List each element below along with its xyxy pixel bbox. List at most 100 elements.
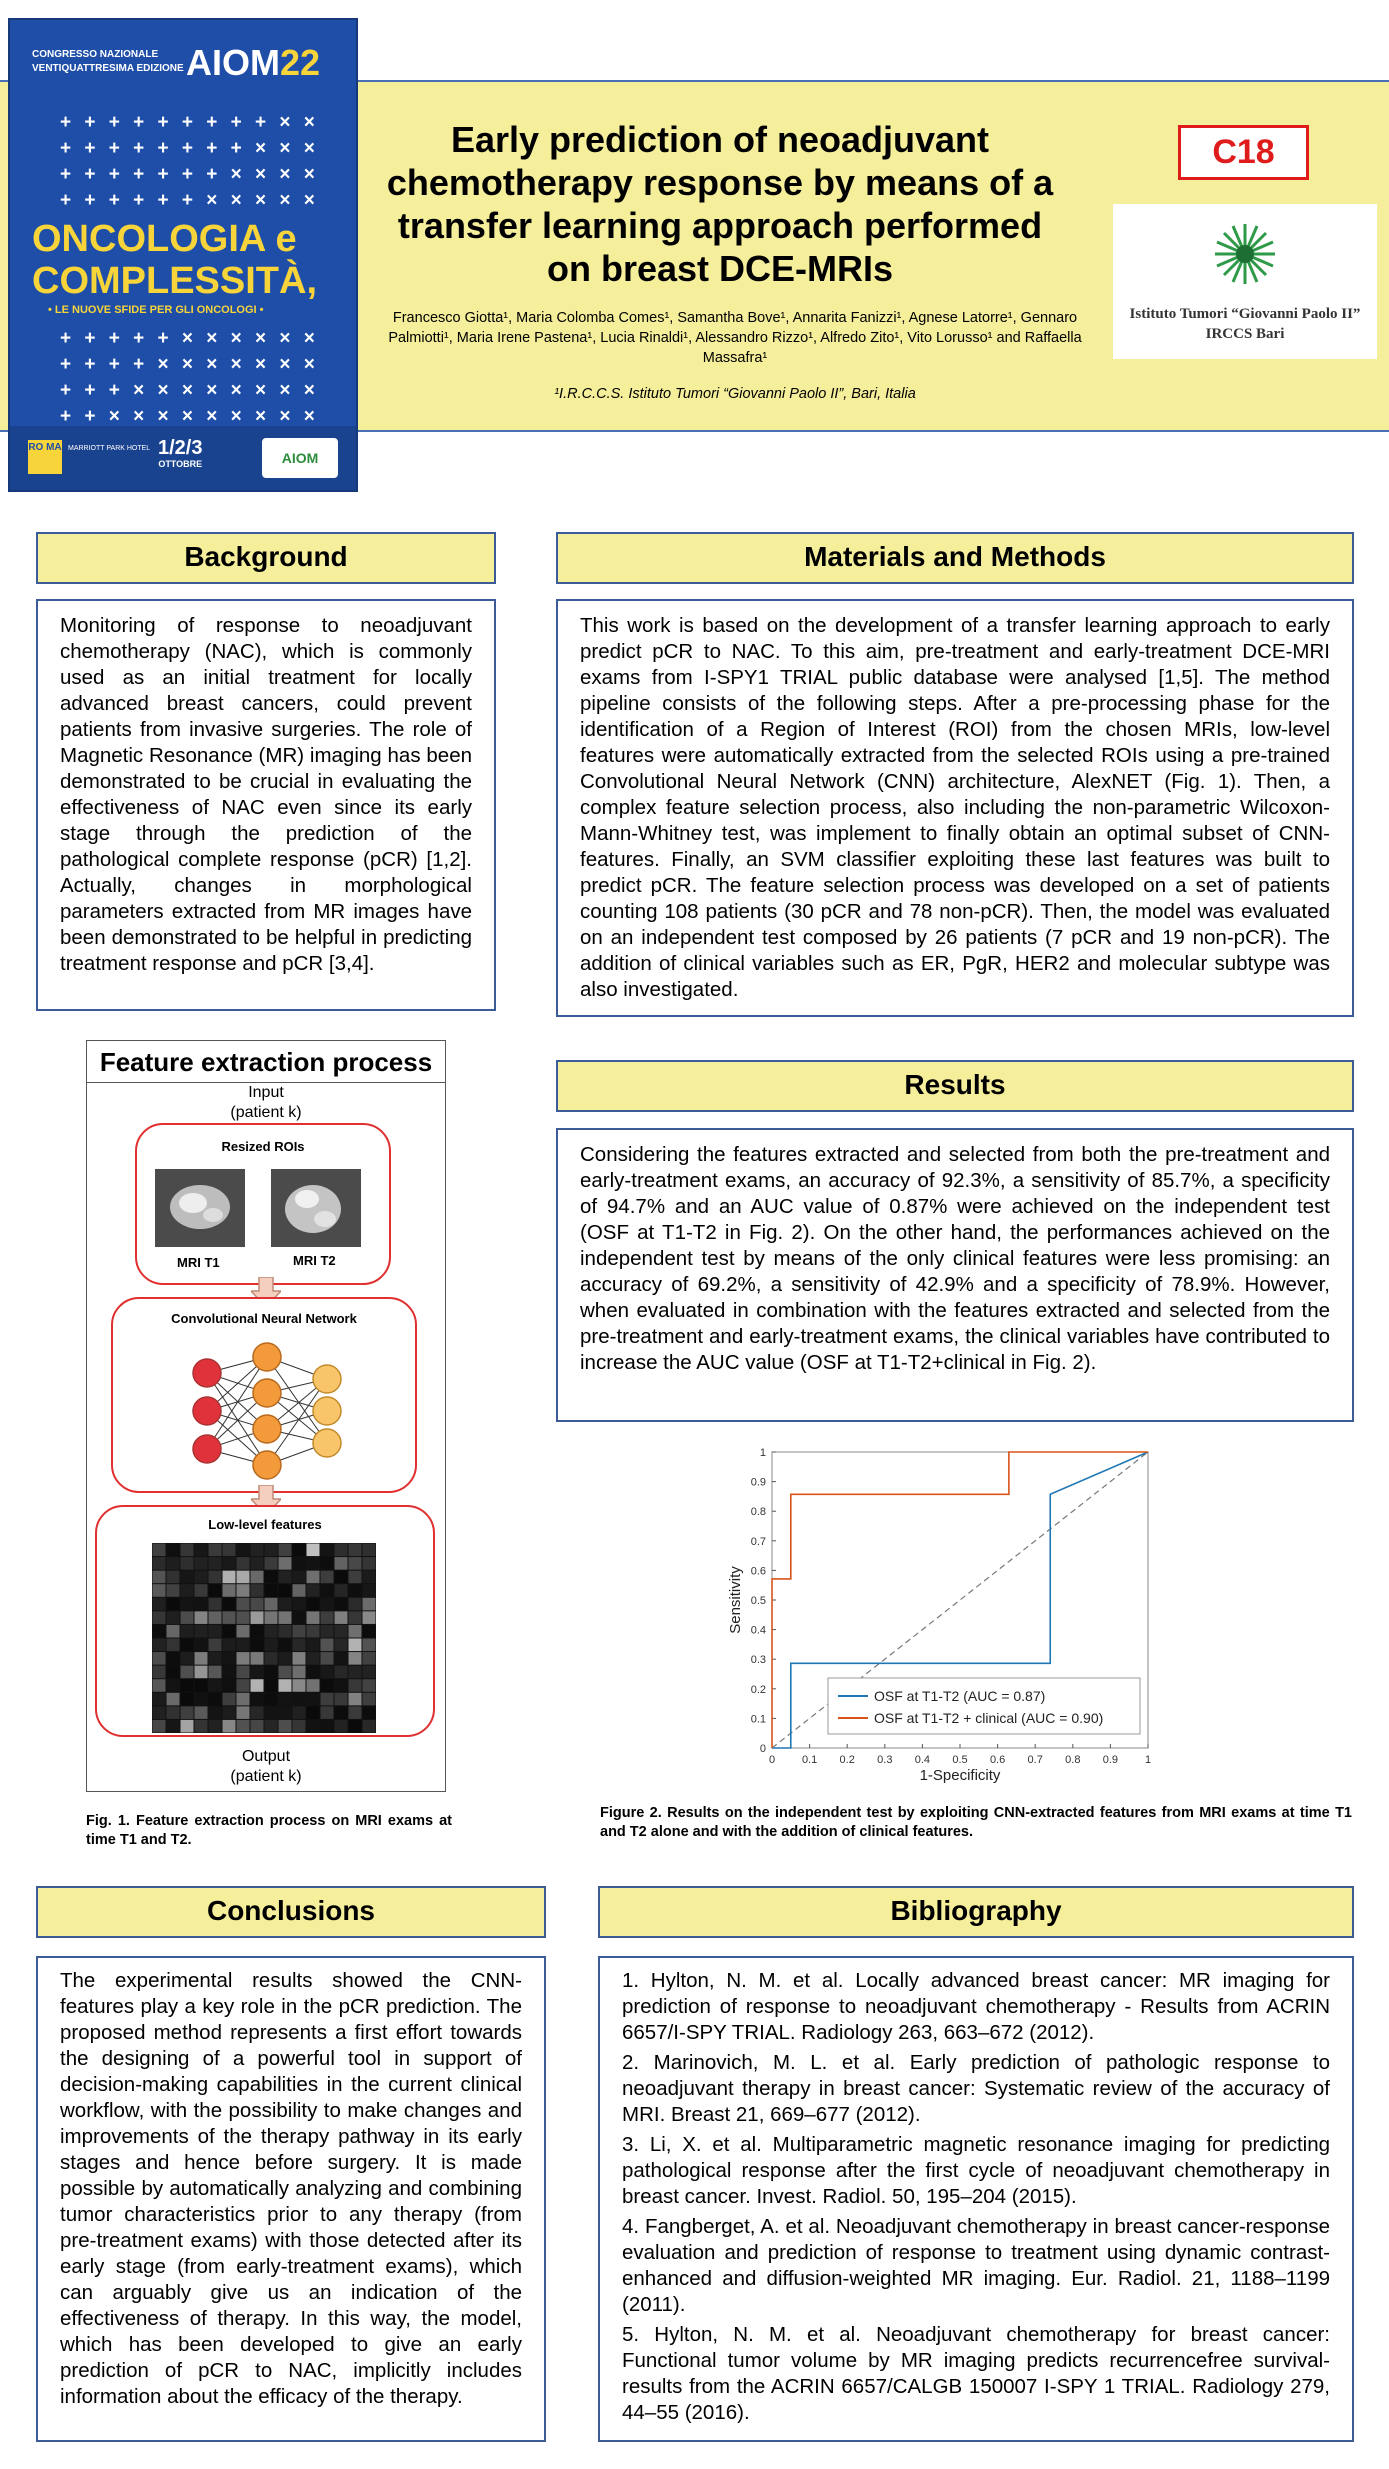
congress-days: 1/2/3 [158,437,203,459]
feature-map-cell [264,1692,278,1706]
feature-map-cell [306,1719,320,1733]
feature-map-cell [208,1584,222,1597]
x-tick-label: 0.7 [1028,1754,1043,1766]
feature-map-cell [278,1543,292,1557]
affiliation: ¹I.R.C.C.S. Istituto Tumori “Giovanni Pa… [554,386,916,402]
feature-map-cell [166,1719,180,1733]
congress-motto-line2: COMPLESSITÀ, [32,260,318,302]
low-level-features-label: Low-level features [208,1517,322,1532]
feature-map-cell [208,1557,222,1570]
feature-map-cell [236,1570,250,1584]
feature-map-cell [250,1638,264,1652]
feature-map-cell [250,1652,264,1665]
y-tick-label: 0.9 [751,1477,766,1489]
feature-map-cell [194,1584,208,1597]
bibliography-box: 1. Hylton, N. M. et al. Locally advanced… [598,1956,1354,2442]
feature-map-cell [362,1638,376,1652]
feature-map-cell [152,1570,166,1584]
feature-map-cell [236,1638,250,1652]
feature-map-cell [320,1543,334,1557]
feature-map-cell [306,1706,320,1719]
feature-map-cell [320,1584,334,1597]
feature-map-cell [236,1624,250,1638]
feature-extraction-figure: Feature extraction process Input (patien… [86,1040,446,1792]
feature-map-cell [166,1692,180,1706]
figure2-caption: Figure 2. Results on the independent tes… [600,1805,1352,1840]
feature-map-cell [320,1679,334,1692]
feature-map-cell [166,1597,180,1611]
feature-map-cell [250,1570,264,1584]
feature-map-cell [194,1719,208,1733]
congress-month: OTTOBRE [158,459,203,469]
feature-map-cell [292,1638,306,1652]
resized-rois-stage: Resized ROIs MRI T1 MRI T2 [135,1123,391,1285]
feature-map-cell [152,1719,166,1733]
feature-map-cell [152,1624,166,1638]
feature-map-cell [222,1557,236,1570]
feature-map-cell [334,1584,348,1597]
feature-map-cell [250,1611,264,1624]
feature-map-cell [208,1679,222,1692]
feature-map-cell [320,1706,334,1719]
feature-map-cell [306,1665,320,1679]
feature-map-cell [334,1692,348,1706]
feature-map-cell [180,1597,194,1611]
feature-map-cell [222,1624,236,1638]
feature-map-cell [278,1584,292,1597]
x-tick-label: 0.5 [952,1754,967,1766]
feature-map-cell [306,1570,320,1584]
feature-map-cell [264,1719,278,1733]
congress-brand-name: AIOM [186,42,280,83]
feature-map-cell [292,1557,306,1570]
y-tick-label: 0.5 [751,1595,766,1607]
feature-map-cell [292,1624,306,1638]
feature-map-cell [208,1611,222,1624]
feature-map-cell [362,1665,376,1679]
legend-box [827,1677,1141,1735]
figure1-caption: Fig. 1. Feature extraction process on MR… [86,1813,452,1848]
methods-text: This work is based on the development of… [580,614,1330,1001]
institute-name: Istituto Tumori “Giovanni Paolo II” IRCC… [1129,306,1361,342]
feature-map-cell [180,1557,194,1570]
feature-map-cell [180,1624,194,1638]
y-axis-label: Sensitivity [727,1566,744,1634]
feature-map-cell [250,1719,264,1733]
feature-map-cell [278,1665,292,1679]
feature-map-cell [320,1597,334,1611]
feature-map-cell [180,1570,194,1584]
x-tick-label: 0.8 [1065,1754,1080,1766]
results-text: Considering the features extracted and s… [580,1143,1330,1374]
feature-map-cell [250,1679,264,1692]
feature-map-cell [264,1543,278,1557]
feature-map-cell [152,1597,166,1611]
roma-logo: RO MA [28,440,62,474]
feature-map-cell [152,1557,166,1570]
feature-map-cell [152,1584,166,1597]
poster-title: Early prediction of neoadjuvant chemothe… [386,119,1054,289]
feature-map-cell [264,1665,278,1679]
roc-curve-series-1 [772,1451,1149,1749]
bibliography-heading: Bibliography [598,1886,1354,1938]
feature-map-cell [194,1543,208,1557]
reference-item: 5. Hylton, N. M. et al. Neoadjuvant chem… [622,2323,1330,2424]
feature-map-cell [348,1543,362,1557]
feature-map-cell [166,1665,180,1679]
decorative-crosses-top: + + + + + + + + + × ×+ + + + + + + + × ×… [60,112,319,211]
feature-map-cell [334,1543,348,1557]
y-tick-label: 1 [760,1447,766,1459]
x-tick-label: 0.4 [915,1754,930,1766]
feature-map-cell [320,1570,334,1584]
feature-map-cell [306,1597,320,1611]
feature-map-cell [306,1652,320,1665]
feature-map-cell [180,1584,194,1597]
feature-map-cell [208,1665,222,1679]
feature-map-cell [278,1719,292,1733]
feature-map-cell [320,1638,334,1652]
x-tick-label: 0.6 [990,1754,1005,1766]
feature-map-cell [292,1543,306,1557]
feature-map-cell [222,1706,236,1719]
feature-map-cell [362,1584,376,1597]
feature-map-cell [264,1597,278,1611]
